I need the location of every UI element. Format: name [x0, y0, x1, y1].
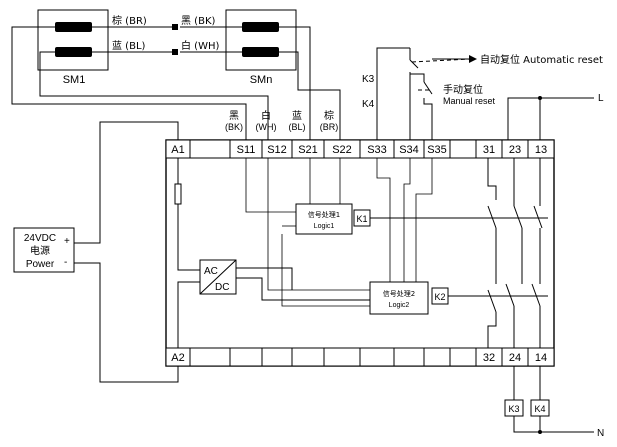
- sensor-smn-element-top: [242, 22, 279, 32]
- sensor-sm1-element-bottom: [55, 47, 92, 57]
- sensor-smn-element-bottom: [242, 47, 279, 57]
- terminal-label-13: 13: [535, 144, 547, 156]
- sensor-interconnect: 棕 (BR) 黑 (BK) 蓝 (BL) 白 (WH): [92, 14, 242, 55]
- relay-k1-label: K1: [356, 214, 367, 224]
- terminal-label-bk-cn: 黑: [229, 110, 239, 122]
- power-supply-en: Power: [26, 259, 55, 270]
- terminal-label-br-cn: 棕: [324, 109, 334, 122]
- terminal-label-s35: S35: [427, 144, 447, 156]
- bottom-terminal-cell: [423, 347, 451, 367]
- logic2-cn: 信号处理2: [383, 289, 415, 298]
- reset-contact-k3-label: K3: [362, 74, 375, 85]
- logic1-cn: 信号处理1: [308, 210, 340, 219]
- internal-supply-rail: [174, 158, 200, 348]
- bottom-terminal-strip: A2 32 24 14: [165, 347, 555, 367]
- sensor-smn-frame: [225, 9, 297, 71]
- bottom-terminal-cell: [261, 347, 293, 367]
- reset-circuit: K3 K4 自动复位 Automatic reset 手动复位 Manual r…: [362, 47, 603, 140]
- sensor-sm1-element-top: [55, 22, 92, 32]
- terminal-label-s22: S22: [332, 144, 352, 156]
- terminal-label-s11: S11: [237, 144, 256, 156]
- terminal-label-a2: A2: [171, 352, 184, 364]
- bottom-terminal-cell: [359, 347, 395, 367]
- output-contacts: [480, 158, 548, 348]
- line-l: L: [507, 93, 604, 140]
- manual-reset-cn-label: 手动复位: [443, 83, 483, 96]
- power-supply-cn: 电源: [30, 244, 50, 257]
- power-supply-box: [13, 227, 75, 273]
- wire-label-blue: 蓝 (BL): [112, 40, 146, 52]
- terminal-label-32: 32: [483, 352, 495, 364]
- sm1-leads: [11, 26, 269, 140]
- internal-input-wiring: [245, 158, 433, 307]
- terminal-label-bk-en: (BK): [225, 122, 243, 132]
- coil-k4-label: K4: [534, 404, 545, 414]
- terminal-label-s12: S12: [267, 144, 287, 156]
- wire-label-brown: 棕 (BR): [112, 14, 147, 27]
- terminal-label-31: 31: [483, 144, 495, 156]
- power-supply-minus: -: [64, 257, 67, 268]
- sensor-sm1: SM1: [37, 9, 109, 86]
- logic2-box: [369, 281, 429, 315]
- line-n-label: N: [597, 428, 604, 439]
- top-terminal-cell: [449, 139, 477, 159]
- logic1-box: [295, 203, 353, 235]
- wire-label-black: 黑 (BK): [181, 15, 215, 27]
- bottom-terminal-cell: [393, 347, 425, 367]
- top-terminal-strip: A1 S11 S12 S21 S22 S33 S34 S35 31 23 13: [165, 139, 555, 159]
- output-coils: K3 K4 N: [504, 366, 604, 439]
- terminal-wire-labels: 黑 (BK) 白 (WH) 蓝 (BL) 棕 (BR): [225, 109, 338, 132]
- ac-label: AC: [204, 266, 218, 277]
- bottom-terminal-cell: [189, 347, 231, 367]
- terminal-label-br-en: (BR): [320, 122, 339, 132]
- terminal-label-s34: S34: [399, 144, 419, 156]
- sensor-smn-label: SMn: [250, 74, 273, 86]
- power-supply: 24VDC 电源 Power + -: [13, 121, 179, 383]
- logic1-en: Logic1: [314, 223, 335, 230]
- dc-label: DC: [215, 282, 229, 293]
- logic-block-2: 信号处理2 Logic2 K2: [369, 281, 548, 315]
- terminal-label-bl-cn: 蓝: [292, 110, 302, 122]
- power-supply-plus: +: [64, 236, 70, 247]
- coil-k3-label: K3: [508, 404, 519, 414]
- relay-k2-label: K2: [434, 292, 445, 302]
- terminal-label-23: 23: [509, 144, 521, 156]
- bottom-terminal-cell: [527, 347, 555, 367]
- smn-leads: [279, 26, 341, 140]
- sensor-smn: SMn: [225, 9, 297, 86]
- bottom-terminal-cell: [449, 347, 477, 367]
- terminal-label-14: 14: [535, 352, 547, 364]
- bottom-terminal-cell: [323, 347, 361, 367]
- top-terminal-cell: [189, 139, 231, 159]
- terminal-label-wh-en: (WH): [256, 122, 277, 132]
- logic2-en: Logic2: [389, 302, 410, 309]
- power-supply-voltage: 24VDC: [24, 233, 56, 244]
- logic-block-1: 信号处理1 Logic1 K1: [295, 203, 548, 235]
- top-terminal-cell: [527, 139, 555, 159]
- terminal-label-s33: S33: [367, 144, 387, 156]
- bottom-terminal-cell: [291, 347, 325, 367]
- wire-label-white: 白 (WH): [181, 39, 219, 52]
- ac-dc-converter: AC DC: [199, 259, 370, 301]
- manual-reset-en-label: Manual reset: [443, 96, 496, 106]
- terminal-label-bl-en: (BL): [288, 122, 305, 132]
- relay-module-body: [165, 139, 555, 367]
- sensor-sm1-frame: [37, 9, 109, 71]
- terminal-label-wh-cn: 白: [261, 109, 271, 122]
- sensor-sm1-label: SM1: [63, 74, 86, 86]
- terminal-label-24: 24: [509, 352, 521, 364]
- line-l-label: L: [598, 93, 604, 104]
- automatic-reset-label: 自动复位 Automatic reset: [480, 53, 603, 66]
- terminal-label-a1: A1: [171, 144, 184, 156]
- bottom-terminal-cell: [229, 347, 263, 367]
- terminal-label-s21: S21: [298, 144, 318, 156]
- reset-contact-k4-label: K4: [362, 99, 375, 110]
- fuse: [174, 183, 182, 205]
- relay-module: [165, 139, 555, 367]
